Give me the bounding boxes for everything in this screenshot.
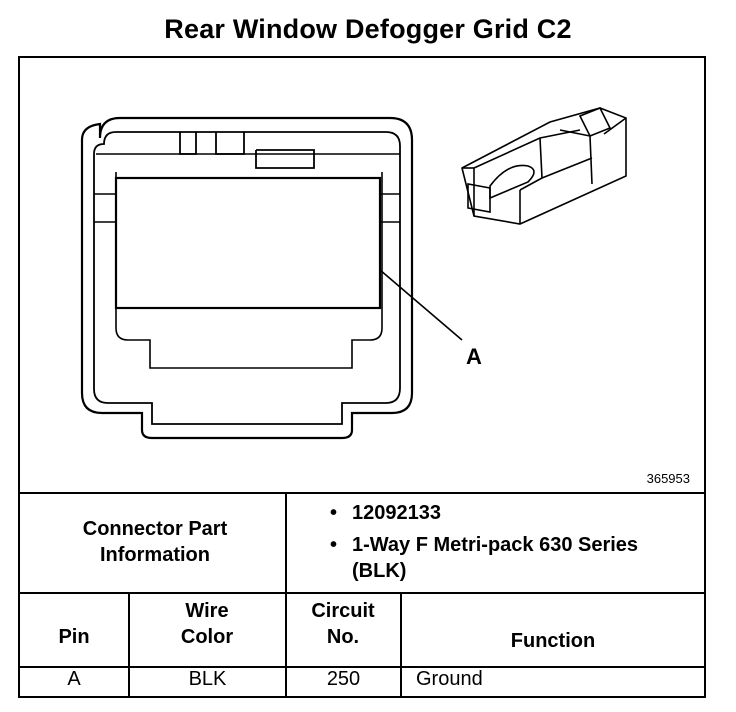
connector-isometric-view [461, 106, 627, 225]
connector-info-item: • 12092133 [330, 502, 441, 524]
divider-diagram-info [20, 492, 704, 494]
header-circuit-no: Circuit No. [311, 600, 375, 648]
connector-face-inner-outline [93, 131, 401, 425]
header-wire-color: Wire Color [180, 600, 234, 648]
divider-col-wire [285, 592, 287, 696]
cell-function: Ground [416, 668, 483, 690]
top-slot-left [179, 132, 197, 155]
connector-frame: A 365953 Connector Part [18, 56, 706, 698]
side-rail-right [380, 193, 400, 223]
connector-diagram: A 365953 [20, 58, 704, 492]
callout-label-a: A [466, 344, 482, 369]
cell-wire-color: BLK [188, 668, 227, 690]
connector-face-outline [80, 116, 414, 440]
connector-info-list: • 12092133 • 1-Way F Metri-pack 630 Seri… [326, 500, 652, 590]
header-function: Function [510, 630, 596, 652]
cell-pin: A [67, 668, 81, 690]
divider-info-table [20, 592, 704, 594]
callout-leader-line [379, 269, 463, 341]
connector-info-label: Connector Part Information [82, 518, 228, 566]
divider-info-vertical [285, 492, 287, 592]
connector-drawing: A [80, 106, 627, 440]
bullet-icon: • [330, 534, 338, 556]
header-pin: Pin [58, 626, 90, 648]
side-rail-left [94, 193, 116, 223]
divider-col-pin [128, 592, 130, 696]
bullet-icon: • [330, 502, 338, 524]
top-slot-middle [215, 132, 245, 155]
pin-a-cavity [114, 176, 382, 310]
divider-col-circuit [400, 592, 402, 696]
top-slot-right [255, 149, 315, 169]
cell-circuit-no: 250 [326, 668, 361, 690]
connector-info-item: • 1-Way F Metri-pack 630 Series (BLK) [330, 534, 639, 582]
cavity-recess [115, 172, 383, 369]
divider-table-header [20, 666, 704, 668]
figure-number: 365953 [646, 471, 690, 486]
diagram-title: Rear Window Defogger Grid C2 [164, 14, 572, 44]
